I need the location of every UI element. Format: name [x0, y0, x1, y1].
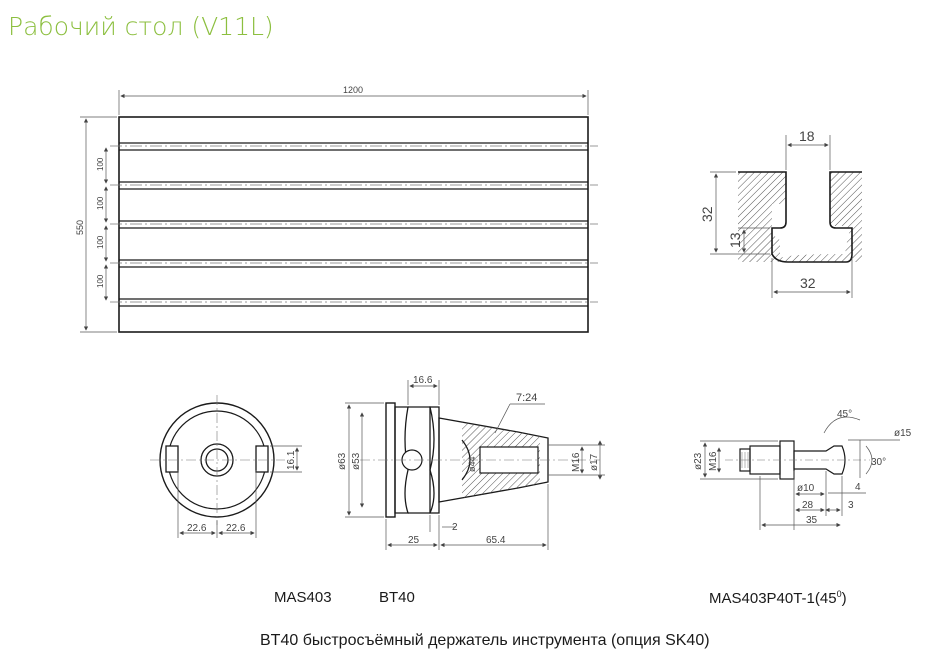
caption-pull-stud-sup: 0	[836, 589, 842, 599]
front-dim-left: 22.6	[187, 523, 207, 534]
table-spacing-label: 100	[96, 235, 105, 249]
caption-pull-stud: MAS403P40T-1(450)	[709, 589, 847, 607]
stud-angle30-label: 30°	[871, 457, 886, 468]
front-dim-right: 22.6	[226, 523, 246, 534]
caption-pull-stud-text: MAS403P40T-1(45	[709, 590, 837, 607]
tslot-lower-label: 13	[727, 232, 743, 248]
caption-mas403: MAS403	[274, 589, 332, 606]
caption-bt40: BT40	[379, 589, 415, 606]
page-title: Рабочий стол (V11L)	[8, 12, 274, 41]
table-width-label: 1200	[343, 85, 363, 95]
side-m16-label: M16	[571, 452, 582, 472]
caption-pull-stud-end: )	[841, 590, 847, 607]
stud-d15-label: ø15	[894, 428, 912, 439]
side-len25-label: 25	[408, 535, 420, 546]
tslot-top-label: 18	[799, 128, 815, 144]
tslot-profile-drawing: 18 32 13 32	[699, 128, 862, 298]
side-d17-label: ø17	[589, 453, 600, 471]
holder-side-view	[345, 380, 605, 550]
front-dim-height: 16.1	[286, 450, 297, 470]
stud-len28-label: 28	[802, 500, 814, 511]
table-spacing-label: 100	[96, 196, 105, 210]
table-spacing-label: 100	[96, 274, 105, 288]
side-flange-label: 16.6	[413, 375, 433, 386]
stud-len3-label: 3	[848, 500, 854, 511]
caption-bottom: BT40 быстросъёмный держатель инструмента…	[260, 632, 710, 649]
side-taper-label: 7:24	[516, 392, 537, 404]
side-gap-label: 2	[452, 522, 458, 533]
stud-len4-label: 4	[855, 482, 861, 493]
stud-d10-label: ø10	[797, 483, 815, 494]
holder-front-view	[150, 395, 302, 538]
tslot-depth-label: 32	[699, 206, 715, 222]
stud-angle45-label: 45°	[837, 409, 852, 420]
side-d44-label: ø44	[467, 456, 477, 472]
table-height-label: 550	[75, 220, 85, 235]
stud-len35-label: 35	[806, 515, 818, 526]
tslot-width-label: 32	[800, 275, 816, 291]
table-spacing-label: 100	[96, 157, 105, 171]
pull-stud-drawing	[700, 416, 900, 530]
side-d53-label: ø53	[351, 452, 362, 470]
stud-d23-label: ø23	[693, 452, 704, 470]
stud-m16-label: M16	[708, 451, 719, 471]
side-len65-label: 65.4	[486, 535, 506, 546]
side-d63-label: ø63	[337, 452, 348, 470]
work-table-drawing	[80, 90, 598, 333]
